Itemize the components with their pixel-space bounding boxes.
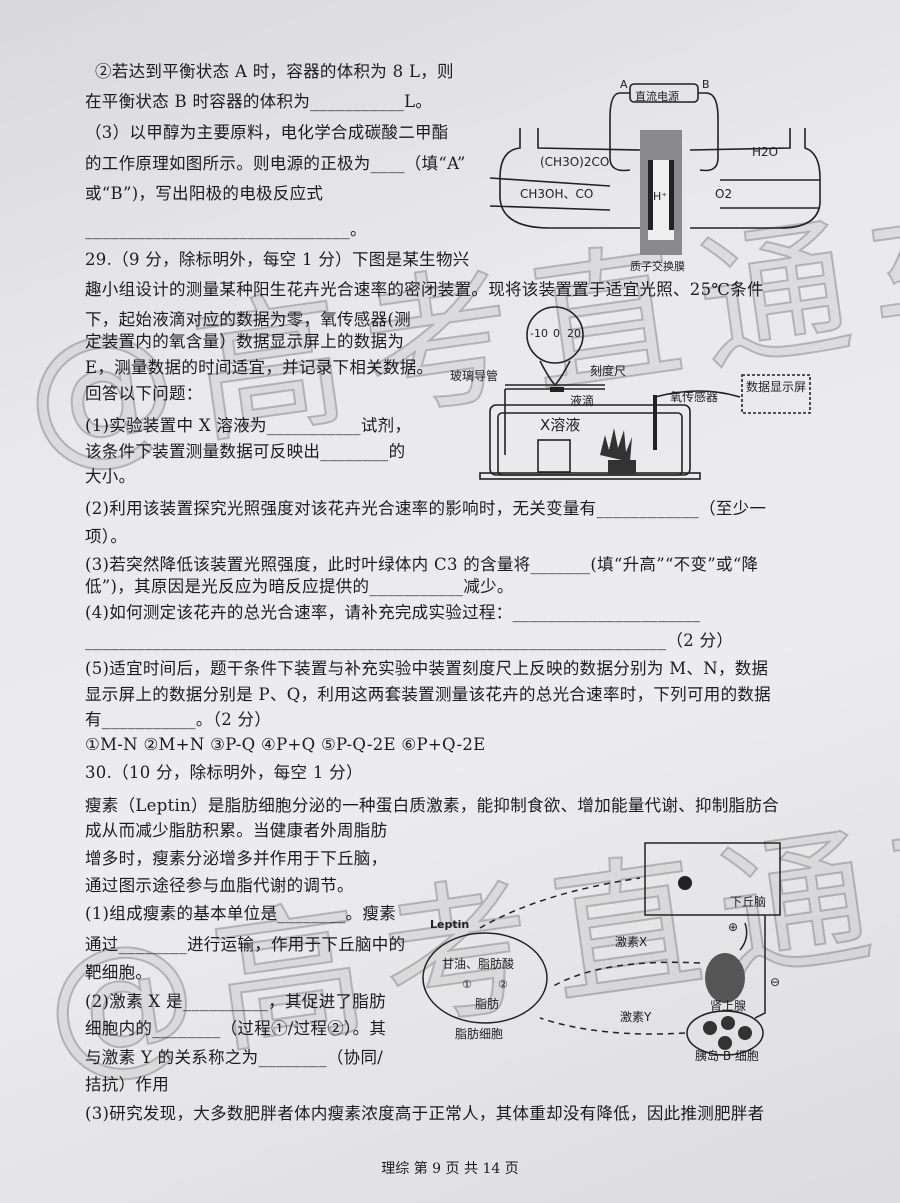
- text-line: 显示屏上的数据分别是 P、Q，利用这两套装置测量该花卉的总光合速率时，下列可用的…: [85, 685, 771, 704]
- text-line: (2)利用该装置探究光照强度对该花卉光合速率的影响时，无关变量有________…: [85, 499, 767, 518]
- text-line: 增多时，瘦素分泌增多并作用于下丘脑，: [85, 849, 388, 868]
- stimulate-symbol: ⊕: [728, 920, 738, 934]
- leptin-label: Leptin: [430, 918, 469, 931]
- power-label: 直流电源: [635, 89, 679, 103]
- scale-tick: -10: [530, 327, 548, 340]
- text-line: 与激素 Y 的关系称之为________（协同/: [85, 1048, 384, 1067]
- right-input-label: O2: [715, 187, 732, 201]
- text-line: 通过________进行运输，作用于下丘脑中的: [85, 935, 406, 954]
- inhibit-symbol: ⊖: [770, 975, 780, 989]
- text-line: 下，起始液滴对应的数据为零，氧传感器(测: [85, 310, 411, 329]
- text-line: (5)适宜时间后，题干条件下装置与补充实验中装置刻度尺上反映的数据分别为 M、N…: [85, 659, 769, 678]
- text-line: 趣小组设计的测量某种阳生花卉光合速率的密闭装置。现将该装置置于适宜光照、25℃条…: [85, 280, 764, 299]
- text-line: 成从而减少脂肪积累。当健康者外周脂肪: [85, 821, 388, 840]
- scale-tick: 0: [553, 327, 560, 340]
- text-line: 低”)，其原因是光反应为暗反应提供的___________减少。: [85, 577, 514, 596]
- text-line: 回答以下问题：: [85, 384, 203, 403]
- apparatus-diagram: -10 0 20 刻度尺 玻璃导管 液滴 氧传感器 数据显示屏 X溶液: [450, 306, 811, 480]
- drop-label: 液滴: [570, 393, 594, 408]
- text-line: ①M-N ②M+N ③P-Q ④P+Q ⑤P-Q-2E ⑥P+Q-2E: [85, 735, 486, 754]
- text-line: 大小。: [85, 467, 136, 486]
- text-line: 靶细胞。: [85, 963, 153, 982]
- screen-label: 数据显示屏: [746, 379, 806, 394]
- tube-label: 玻璃导管: [450, 368, 498, 383]
- text-line: 有___________。（2 分）: [85, 710, 272, 729]
- sensor-label: 氧传感器: [670, 389, 718, 404]
- membrane-label: 质子交换膜: [630, 259, 685, 273]
- text-line: (3)若突然降低该装置光照强度，此时叶绿体内 C3 的含量将_______(填“…: [85, 555, 759, 574]
- adrenal-label: 肾上腺: [710, 999, 746, 1013]
- text-line: 该条件下装置测量数据可反映出________的: [85, 442, 406, 461]
- hormone-x-label: 激素X: [615, 935, 647, 949]
- glycerol-label: 甘油、脂肪酸: [442, 956, 514, 971]
- electrode-b-label: B: [702, 78, 710, 91]
- text-line: 项）。: [85, 527, 128, 546]
- fat-cell-label: 脂肪细胞: [455, 1026, 503, 1041]
- left-input-label: CH3OH、CO: [520, 187, 593, 201]
- text-line: （3）以甲醇为主要原料，电化学合成碳酸二甲酯: [85, 123, 449, 142]
- text-line: 细胞内的________（过程①/过程②）。其: [85, 1019, 387, 1038]
- ion-label: H⁺: [653, 190, 667, 203]
- leptin-diagram: 下丘脑 Leptin 激素X 激素Y 肾上腺 甘油、脂肪酸 ① ② 脂肪 脂肪细…: [422, 842, 781, 1063]
- solution-label: X溶液: [540, 416, 580, 434]
- hormone-y-label: 激素Y: [620, 1010, 652, 1024]
- text-line: 拮抗）作用: [85, 1075, 169, 1094]
- text-line: _______________________________。: [85, 220, 367, 239]
- text-line: (4)如何测定该花卉的总光合速率，请补充完成实验过程：_____________…: [85, 603, 701, 622]
- text-line: (1)组成瘦素的基本单位是________。瘦素: [85, 904, 397, 923]
- text-line: 30.（10 分，除标明外，每空 1 分）: [85, 763, 363, 782]
- left-output-label: (CH3O)2CO: [540, 155, 609, 169]
- text-line: ________________________________________…: [85, 631, 734, 650]
- process-1-label: ①: [462, 978, 472, 991]
- text-line: 瘦素（Leptin）是脂肪细胞分泌的一种蛋白质激素，能抑制食欲、增加能量代谢、抑…: [85, 796, 780, 815]
- islet-b-cell-label: 胰岛 B 细胞: [695, 1048, 759, 1063]
- text-line: 的工作原理如图所示。则电源的正极为____（填“A”: [85, 154, 466, 173]
- text-line: 29.（9 分，除标明外，每空 1 分）下图是某生物兴: [85, 250, 470, 269]
- text-line: 定装置内的氧含量）数据显示屏上的数据为: [85, 332, 405, 351]
- fat-label: 脂肪: [475, 996, 499, 1011]
- electrolysis-diagram: 直流电源 A B (CH3O)2CO CH3OH、CO H⁺ O2 H2O 质子…: [489, 78, 821, 273]
- text-line: 在平衡状态 B 时容器的体积为___________L。: [85, 92, 433, 111]
- right-output-label: H2O: [752, 145, 778, 159]
- page-footer: 理综 第 9 页 共 14 页: [381, 1161, 519, 1177]
- electrode-a-label: A: [620, 78, 628, 91]
- text-line: 或“B”)，写出阳极的电极反应式: [85, 184, 324, 203]
- text-line: E，测量数据的时间适宜，并记录下相关数据。: [85, 358, 434, 377]
- scale-tick: 20: [567, 327, 581, 340]
- hypothalamus-label: 下丘脑: [730, 895, 766, 909]
- ruler-label: 刻度尺: [590, 363, 626, 378]
- text-line: (3)研究发现，大多数肥胖者体内瘦素浓度高于正常人，其体重却没有降低，因此推测肥…: [85, 1104, 765, 1123]
- text-line: (1)实验装置中 X 溶液为___________试剂，: [85, 416, 412, 435]
- text-line: 通过图示途径参与血脂代谢的调节。: [85, 876, 354, 895]
- text-line: (2)激素 X 是__________，其促进了脂肪: [85, 992, 386, 1011]
- text-line: ②若达到平衡状态 A 时，容器的体积为 8 L，则: [95, 62, 454, 81]
- process-2-label: ②: [498, 978, 508, 991]
